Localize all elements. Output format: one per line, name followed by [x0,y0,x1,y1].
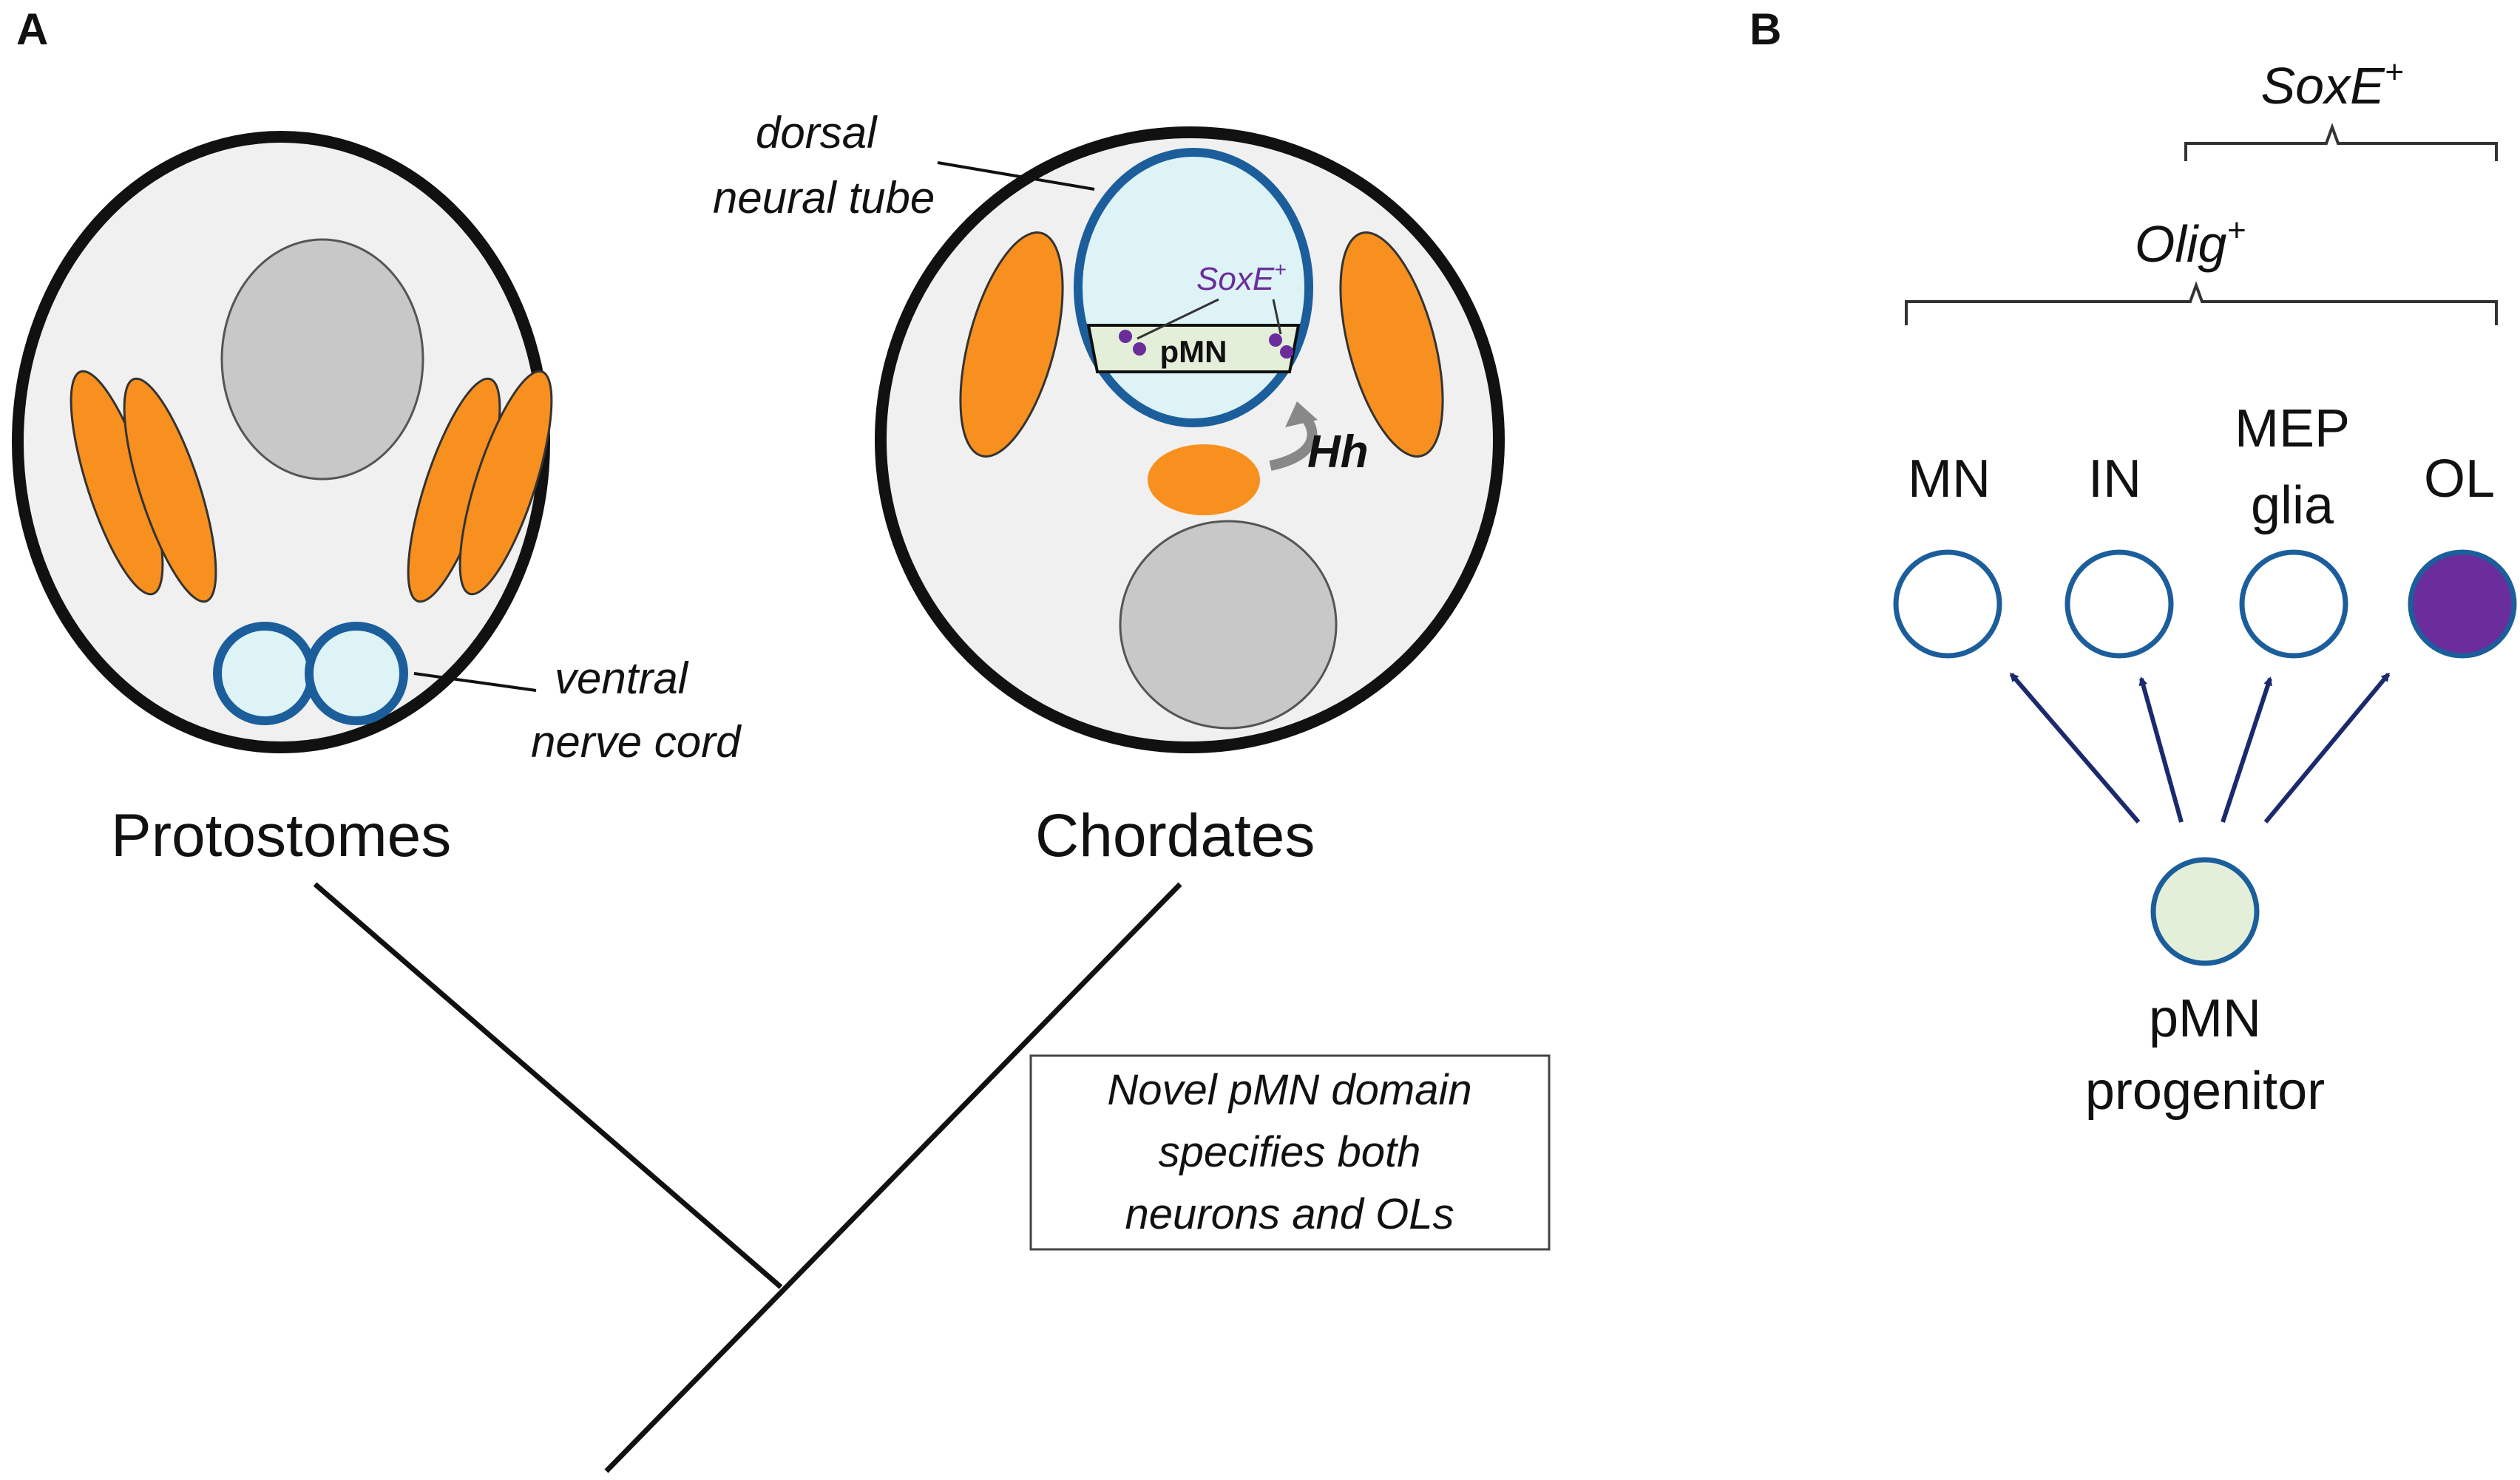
protostome-gut [220,238,424,481]
note-box [1029,1054,1551,1251]
pmn-domain-label: pMN [1160,334,1227,369]
panel-b-label: B [1750,4,1781,54]
hh-label: Hh [1307,427,1369,478]
ventral-nerve-cord-right [305,622,408,725]
arrow-to-mn [2009,672,2141,824]
protostome-muscle-right-2 [458,370,553,596]
arrow-to-in [2138,676,2184,823]
soxe-pointer-right [1272,299,1282,335]
arrow-to-mep-glia [2221,676,2272,823]
ventral-nerve-cord-left [213,622,316,725]
hh-arrowhead [1285,401,1318,427]
cell-label-glia: glia [2251,476,2334,535]
cell-mep-glia [2239,549,2348,659]
tree-branch-chordates [604,882,1182,1473]
novel-pmn-note: Novel pMN domain specifies both neurons … [1029,1054,1551,1251]
chordate-muscle-right [1339,231,1444,458]
dorsal-label-pointer [937,161,1095,191]
protostome-muscle-left-2 [123,377,217,603]
cell-label-mn: MN [1908,449,1991,509]
dorsal-neural-tube-label-line2: neural tube [713,173,935,223]
protostome-section: ventral nerve cord [12,131,742,767]
ventral-label-pointer [413,672,537,692]
phylogenetic-tree [313,882,1182,1473]
soxe-chordate-label: SoxE+ [1196,258,1287,297]
chordates-label: Chordates [1035,802,1315,869]
soxe-cell-2 [1133,342,1146,356]
soxe-cell-1 [1119,330,1132,343]
soxe-pointer-left [1137,298,1219,340]
panel-a-label: A [16,4,48,54]
cell-ol [2408,549,2517,659]
tree-branch-protostomes [313,882,783,1289]
progenitor-label-line1: pMN [2149,989,2261,1048]
dorsal-neural-tube-label-line1: dorsal [756,108,878,157]
arrow-to-ol [2263,672,2391,824]
soxe-bracket-label: SoxE+ [2260,54,2403,115]
note-line-3: neurons and OLs [1125,1190,1454,1238]
note-line-1: Novel pMN domain [1107,1066,1471,1114]
dorsal-neural-tube [1074,148,1313,427]
cell-in [2065,549,2174,659]
pmn-progenitor-cell [2150,857,2260,966]
cell-label-mep: MEP [2235,399,2350,458]
cell-mn [1893,549,2002,659]
soxe-cell-4 [1280,345,1293,359]
progenitor-label-line2: progenitor [2085,1062,2325,1121]
notochord [1148,444,1260,515]
ventral-nerve-cord-label-line1: ventral [555,654,689,703]
soxe-bracket [2184,123,2498,161]
chordate-section: pMN SoxE+ Hh dorsal neural tube [713,108,1505,753]
chordate-muscle-left [959,231,1064,458]
cell-label-ol: OL [2424,449,2495,509]
soxe-cell-3 [1269,333,1282,347]
olig-bracket [1905,281,2498,325]
protostomes-label: Protostomes [111,802,451,869]
olig-bracket-label: Olig+ [2135,212,2246,273]
notochord-gut [1119,520,1338,730]
note-line-2: specifies both [1159,1128,1421,1176]
ventral-nerve-cord-label-line2: nerve cord [531,717,742,767]
cell-label-in: IN [2088,449,2141,509]
